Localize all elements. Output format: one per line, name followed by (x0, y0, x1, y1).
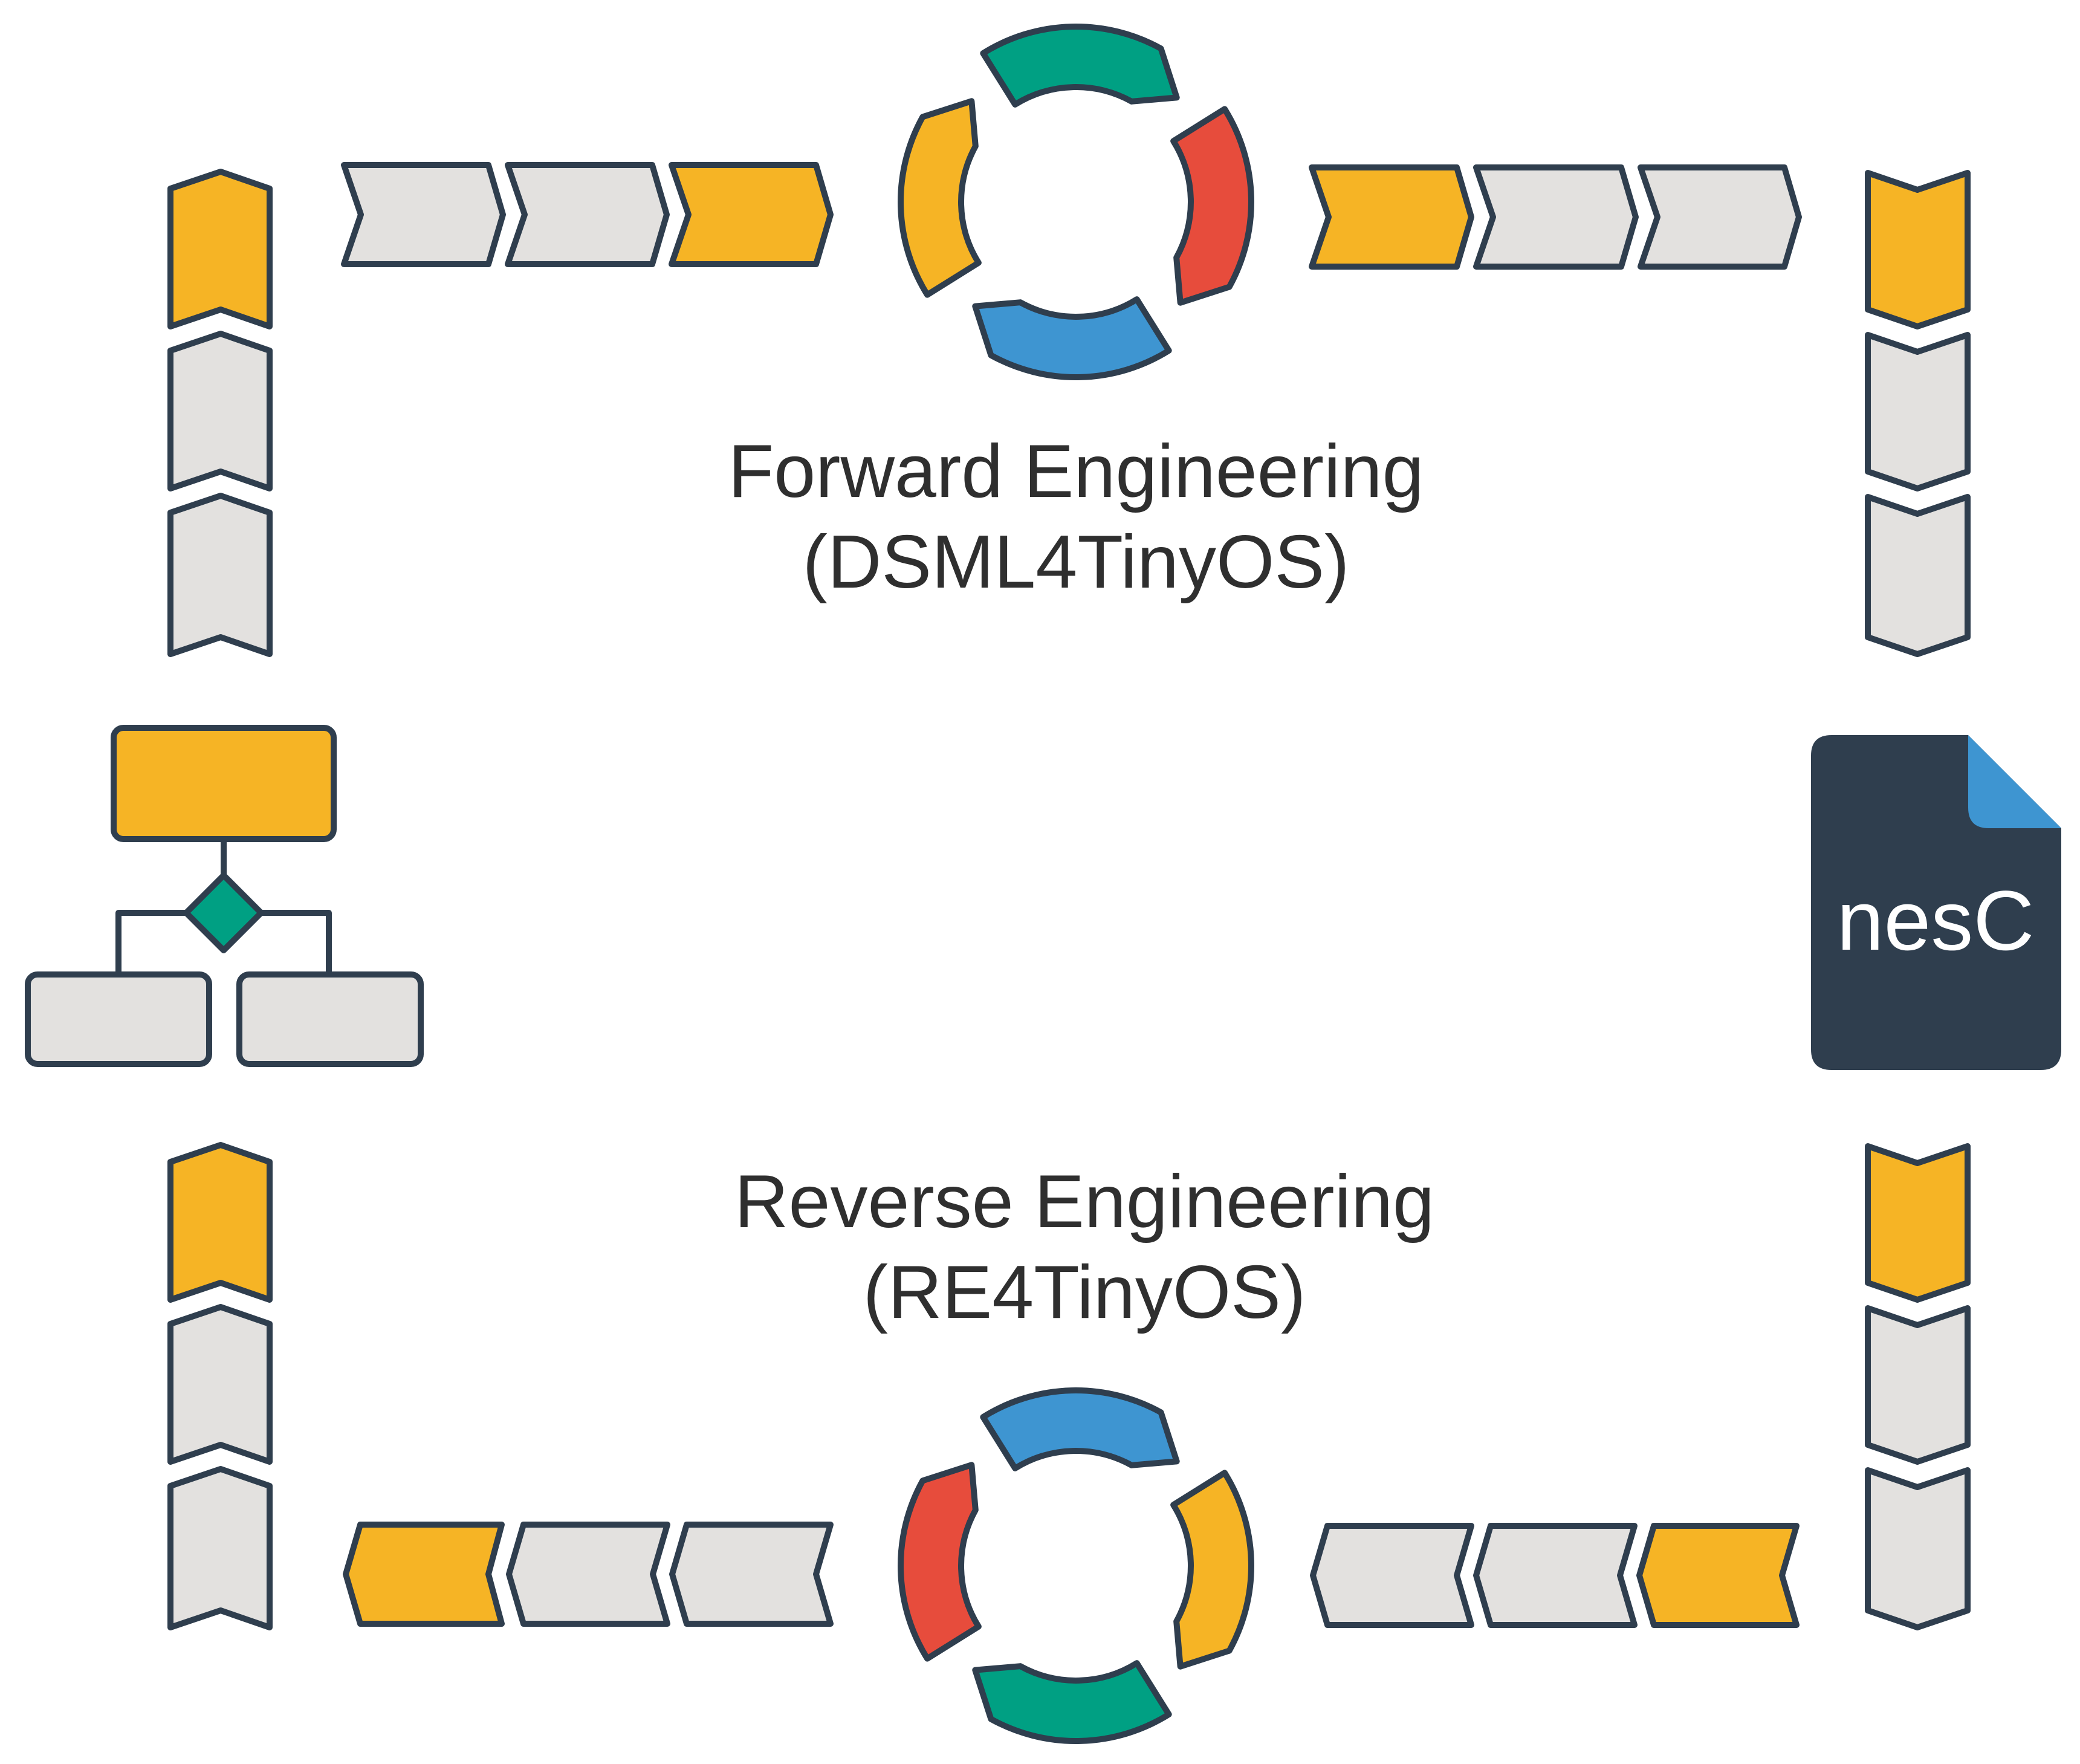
bottom-right-chevron-row (1310, 1523, 1800, 1628)
bottom-left-chevron-row (343, 1522, 834, 1627)
forward-cycle-icon (898, 24, 1254, 380)
chevron-bottom-left-3 (669, 1522, 834, 1627)
right-bottom-chevron-column (1865, 1143, 1971, 1630)
cycle-bottom-green-arrow (972, 1660, 1172, 1744)
chevron-left-bottom-3 (167, 1466, 273, 1630)
chevron-top-left-2 (505, 162, 670, 267)
left-top-chevron-column (167, 169, 273, 657)
cycle-top-green-arrow (980, 24, 1180, 108)
chevron-bottom-right-1 (1310, 1523, 1474, 1628)
chevron-right-top-3 (1865, 494, 1971, 657)
model-right-box (236, 971, 424, 1067)
decision-diamond-icon (183, 872, 264, 953)
chevron-bottom-left-1 (343, 1522, 505, 1627)
reverse-engineering-title: Reverse Engineering (734, 1160, 1434, 1244)
right-top-chevron-column (1865, 170, 1971, 657)
file-corner-fold (1968, 735, 2061, 828)
cycle-top-red-arrow (1170, 106, 1254, 306)
chevron-bottom-right-3 (1636, 1523, 1800, 1628)
chevron-top-left-1 (341, 162, 506, 267)
nesc-file-icon: nesC (1811, 735, 2061, 1070)
reverse-cycle-icon (898, 1387, 1254, 1744)
chevron-right-top-2 (1865, 332, 1971, 491)
cycle-top-blue-arrow (972, 296, 1172, 380)
chevron-left-bottom-1 (167, 1142, 273, 1303)
model-top-box (111, 725, 337, 842)
forward-engineering-subtitle: (DSML4TinyOS) (803, 520, 1350, 604)
connector-left (115, 910, 187, 974)
chevron-left-bottom-2 (167, 1304, 273, 1465)
top-right-chevron-row (1309, 164, 1802, 270)
nesc-file-label: nesC (1837, 873, 2035, 968)
chevron-top-right-1 (1309, 164, 1474, 270)
chevron-left-top-3 (167, 493, 273, 657)
chevron-left-top-1 (167, 169, 273, 329)
cycle-bottom-blue-arrow (980, 1387, 1180, 1471)
chevron-left-top-2 (167, 331, 273, 491)
left-bottom-chevron-column (167, 1142, 273, 1630)
chevron-right-bottom-1 (1865, 1143, 1971, 1303)
forward-engineering-title: Forward Engineering (728, 430, 1424, 513)
cycle-bottom-yellow-arrow (1170, 1470, 1254, 1670)
model-left-box (25, 971, 212, 1067)
top-left-chevron-row (341, 162, 834, 267)
chevron-top-right-3 (1638, 164, 1802, 270)
cycle-top-yellow-arrow (898, 98, 982, 298)
cycle-bottom-red-arrow (898, 1462, 982, 1662)
reverse-engineering-subtitle: (RE4TinyOS) (863, 1251, 1306, 1334)
chevron-bottom-right-2 (1473, 1523, 1638, 1628)
chevron-bottom-left-2 (506, 1522, 670, 1627)
chevron-top-right-2 (1473, 164, 1639, 270)
chevron-right-top-1 (1865, 170, 1971, 329)
chevron-right-bottom-2 (1865, 1305, 1971, 1465)
connector-right (260, 910, 332, 974)
chevron-right-bottom-3 (1865, 1467, 1971, 1630)
model-diagram-icon (25, 725, 424, 1067)
chevron-top-left-3 (669, 162, 834, 267)
